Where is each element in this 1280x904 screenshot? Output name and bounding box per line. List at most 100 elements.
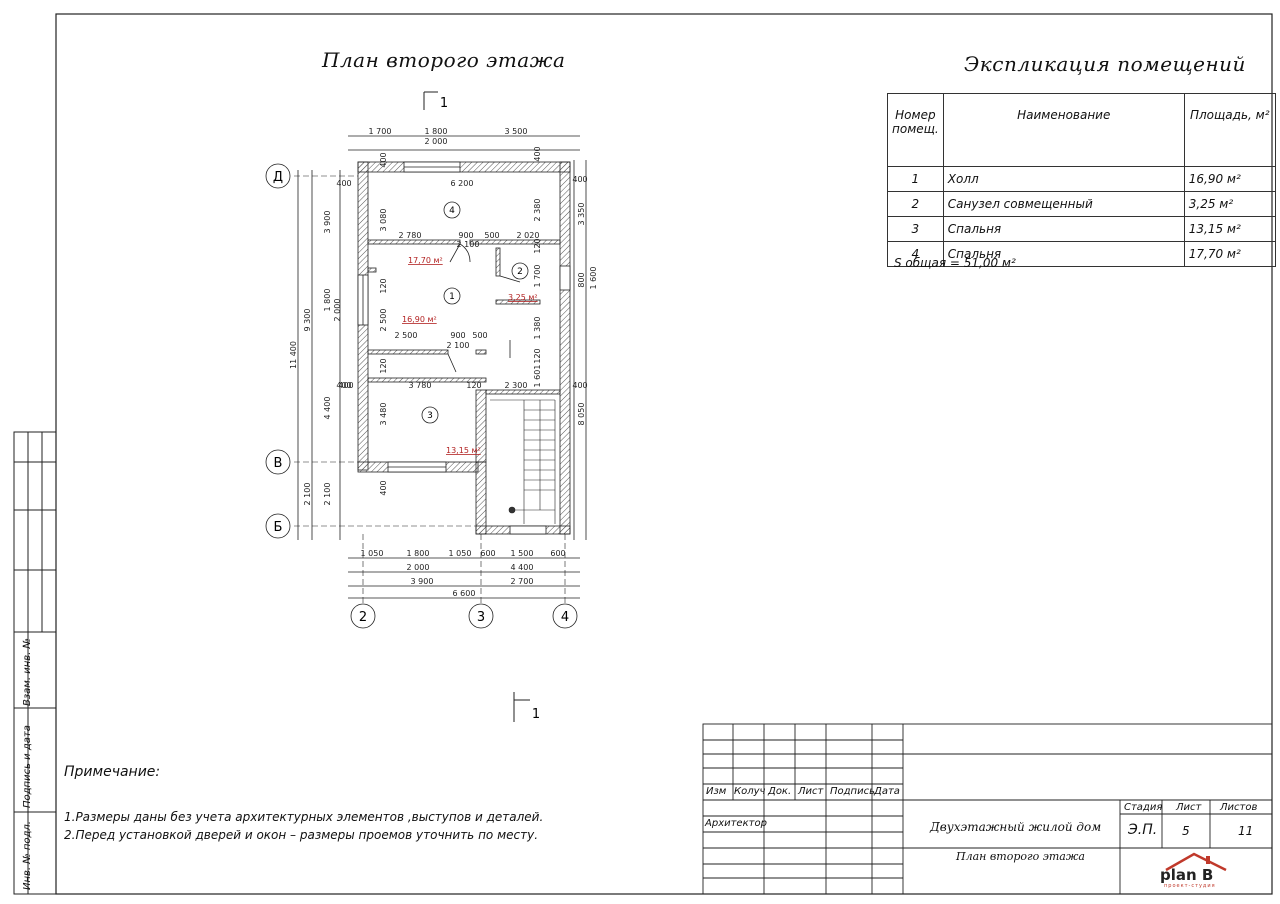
notes-title: Примечание: bbox=[64, 764, 161, 780]
dim: 120 bbox=[533, 238, 542, 253]
room-area-4: 17,70 м² bbox=[408, 256, 443, 265]
axis-col-2: 2 bbox=[359, 610, 367, 625]
dim: 3 480 bbox=[379, 403, 388, 426]
dim: 6 600 bbox=[453, 589, 476, 598]
total-area: S общая = 51,00 м² bbox=[894, 256, 1016, 270]
dim: 1 050 bbox=[449, 549, 472, 558]
room-num-3: 3 bbox=[427, 411, 433, 421]
room-name: Спальня bbox=[942, 216, 1185, 242]
dim: 1 600 bbox=[589, 267, 598, 290]
section-mark-top: 1 bbox=[440, 96, 448, 111]
stamp-sheet-title: План второго этажа bbox=[956, 850, 1085, 863]
stamp-stage: Э.П. bbox=[1128, 822, 1158, 838]
plan-title: План второго этажа bbox=[322, 48, 566, 72]
section-mark-bottom: 1 bbox=[532, 707, 540, 722]
room-area-1: 16,90 м² bbox=[402, 315, 437, 324]
room-num: 1 bbox=[887, 166, 944, 192]
stamp-col-list: Лист bbox=[798, 786, 824, 797]
dim: 120 bbox=[466, 381, 481, 390]
dim: 9 300 bbox=[303, 309, 312, 332]
room-name: Санузел совмещенный bbox=[942, 191, 1185, 217]
dim: 400 bbox=[572, 381, 587, 390]
table-row: 2 Санузел совмещенный 3,25 м² bbox=[887, 191, 1276, 217]
stamp-col-izm: Изм bbox=[706, 786, 727, 797]
axis-row-b: Б bbox=[274, 520, 283, 535]
stamp-col-doc: Док. bbox=[768, 786, 792, 797]
explication-title: Экспликация помещений bbox=[964, 52, 1246, 76]
axis-row-d: Д bbox=[273, 170, 283, 185]
dim: 400 bbox=[336, 179, 351, 188]
dim: 1 050 bbox=[361, 549, 384, 558]
dim: 2 100 bbox=[447, 341, 470, 350]
dim: 1 500 bbox=[511, 549, 534, 558]
dim: 6 200 bbox=[451, 179, 474, 188]
room-num-2: 2 bbox=[517, 267, 523, 277]
note-1: 1.Размеры даны без учета архитектурных э… bbox=[64, 810, 544, 824]
room-area: 17,70 м² bbox=[1183, 241, 1276, 267]
dim: 120 bbox=[379, 278, 388, 293]
dim: 2 380 bbox=[533, 199, 542, 222]
table-row: 3 Спальня 13,15 м² bbox=[887, 216, 1276, 242]
dim: 400 bbox=[533, 146, 542, 161]
logo-sub: проект-студия bbox=[1164, 883, 1216, 889]
dim: 500 bbox=[472, 331, 487, 340]
dim: 2 500 bbox=[379, 309, 388, 332]
dim: 400 bbox=[379, 152, 388, 167]
room-name: Спальня bbox=[942, 241, 1185, 267]
dim: 120 bbox=[379, 358, 388, 373]
plan-b-logo: plan B проект-студия bbox=[1158, 850, 1232, 892]
dim: 2 700 bbox=[511, 577, 534, 586]
dim: 1 800 bbox=[407, 549, 430, 558]
stamp-sheet-header: Лист bbox=[1176, 802, 1202, 813]
room-area-3: 13,15 м² bbox=[446, 446, 481, 455]
dim: 1 700 bbox=[369, 127, 392, 136]
dim: 400 bbox=[336, 381, 351, 390]
table-row: 4 Спальня 17,70 м² bbox=[887, 241, 1276, 267]
stamp-role: Архитектор bbox=[705, 818, 767, 829]
dim: 900 bbox=[450, 331, 465, 340]
room-name: Холл bbox=[942, 166, 1185, 192]
dim: 2 100 bbox=[303, 483, 312, 506]
dim: 2 780 bbox=[399, 231, 422, 240]
dim: 2 500 bbox=[395, 331, 418, 340]
dim: 1 601 bbox=[533, 365, 542, 388]
dim: 900 bbox=[458, 231, 473, 240]
note-2: 2.Перед установкой дверей и окон – разме… bbox=[64, 828, 539, 842]
room-num: 4 bbox=[887, 241, 944, 267]
dim: 2 100 bbox=[323, 483, 332, 506]
stamp-col-koluch: Колуч bbox=[734, 786, 766, 797]
dim: 3 080 bbox=[379, 209, 388, 232]
stamp-stage-header: Стадия bbox=[1124, 802, 1163, 813]
axis-col-3: 3 bbox=[477, 610, 485, 625]
logo-text: plan B bbox=[1160, 866, 1214, 884]
dim: 8 050 bbox=[577, 403, 586, 426]
dim: 11 400 bbox=[289, 341, 298, 369]
dim: 3 900 bbox=[323, 211, 332, 234]
dim: 1 700 bbox=[533, 265, 542, 288]
col-header-name: Наименование bbox=[942, 93, 1185, 167]
stamp-sheet: 5 bbox=[1182, 824, 1190, 838]
dim: 4 400 bbox=[511, 563, 534, 572]
room-area: 3,25 м² bbox=[1183, 191, 1276, 217]
dim: 600 bbox=[550, 549, 565, 558]
axis-row-v: В bbox=[274, 456, 283, 471]
explication-table: Номер помещ. Наименование Площадь, м² 1 … bbox=[887, 93, 1276, 267]
dim: 400 bbox=[379, 480, 388, 495]
dim: 4 400 bbox=[323, 397, 332, 420]
stamp-project: Двухэтажный жилой дом bbox=[930, 820, 1102, 834]
dim: 2 000 bbox=[407, 563, 430, 572]
dim: 3 500 bbox=[505, 127, 528, 136]
dim: 600 bbox=[480, 549, 495, 558]
room-num-1: 1 bbox=[449, 292, 455, 302]
room-area-2: 3,25 м² bbox=[508, 293, 538, 302]
stamp-sheets-header: Листов bbox=[1220, 802, 1258, 813]
dim: 500 bbox=[484, 231, 499, 240]
dim: 2 100 bbox=[457, 240, 480, 249]
stamp-col-date: Дата bbox=[874, 786, 900, 797]
dim: 2 020 bbox=[517, 231, 540, 240]
axis-col-4: 4 bbox=[561, 610, 569, 625]
dim: 1 800 bbox=[323, 289, 332, 312]
